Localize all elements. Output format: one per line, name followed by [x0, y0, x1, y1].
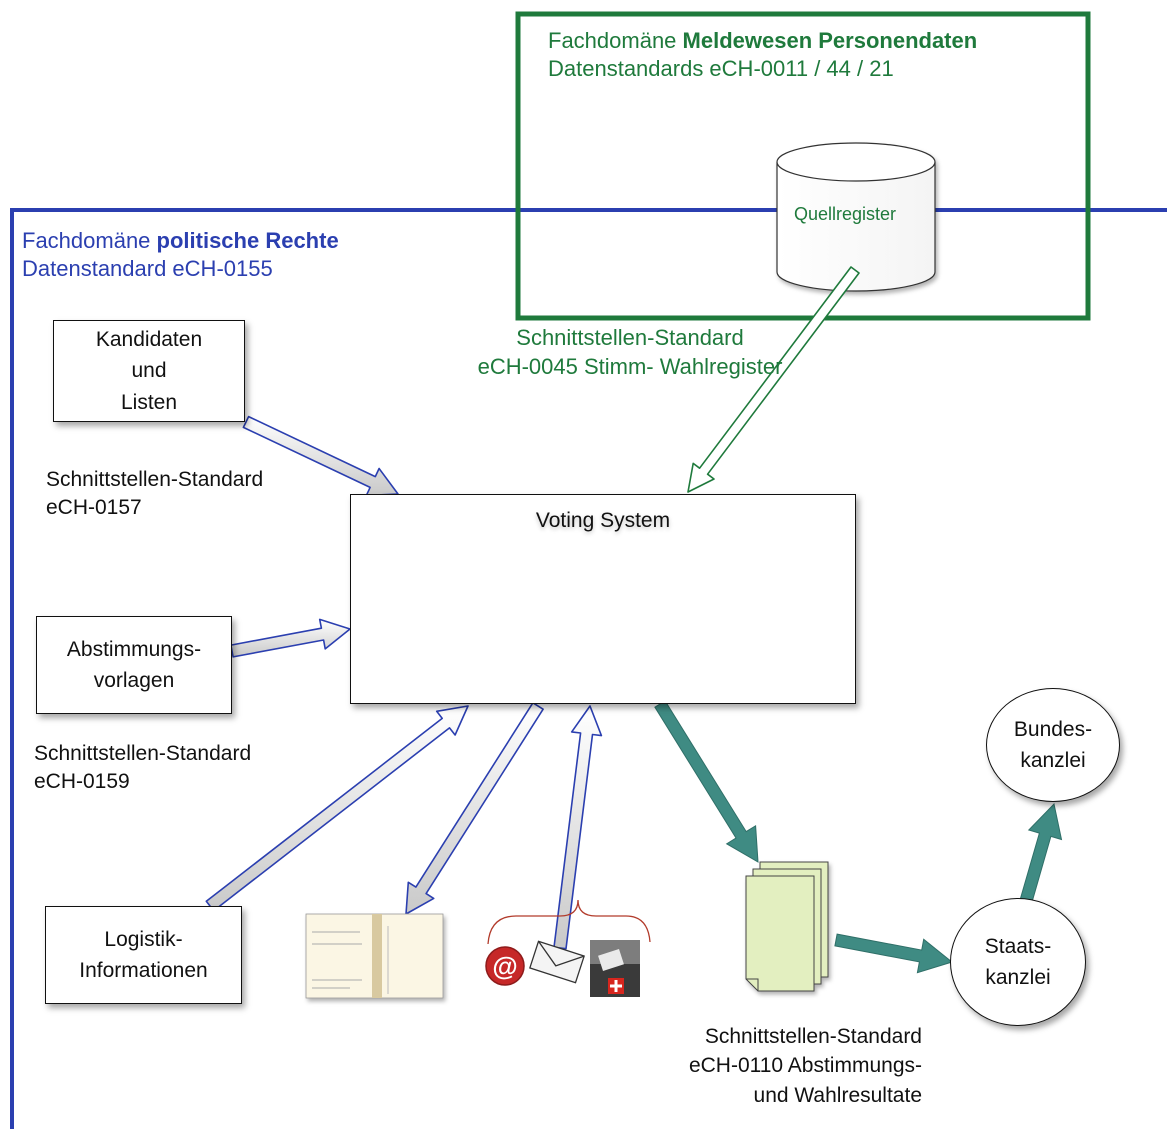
quellregister-cylinder [776, 142, 936, 292]
meldewesen-title: Fachdomäne Meldewesen Personendaten [548, 28, 977, 54]
meldewesen-standards: Datenstandards eCH-0011 / 44 / 21 [548, 56, 894, 81]
arrow-voting-to-results [654, 700, 759, 863]
document-stack-icon [745, 861, 829, 992]
interface-0110-line1: Schnittstellen-Standard [704, 1025, 922, 1048]
kandidaten-listen-box: Kandidaten und Listen [53, 320, 245, 422]
kandidaten-line1: Kandidaten [95, 327, 203, 351]
voting-system-label: Voting System [535, 509, 671, 532]
arrow-staatskanzlei-to-bundeskanzlei [1017, 802, 1063, 911]
bundeskanzlei-node: Bundes- kanzlei [986, 688, 1120, 802]
arrow-quellregister-to-voting [687, 266, 860, 493]
interface-0045-label: Schnittstellen-Standard eCH-0045 Stimm- … [430, 324, 830, 381]
arrow-kandidaten-to-voting [242, 415, 399, 497]
bundeskanzlei-line2: kanzlei [1020, 749, 1086, 772]
staatskanzlei-node: Staats- kanzlei [950, 898, 1086, 1026]
logistik-informationen-box: Logistik- Informationen [45, 906, 242, 1004]
arrow-results-to-staatskanzlei [834, 933, 954, 974]
politische-rechte-standard: Datenstandard eCH-0155 [22, 256, 273, 281]
arrow-voting-to-votingcard [405, 701, 544, 915]
arrow-abstimmung-to-voting [230, 618, 351, 658]
kandidaten-line2: und [131, 359, 167, 383]
staatskanzlei-line2: kanzlei [985, 966, 1051, 989]
interface-0110-line3: und Wahlresultate [753, 1083, 922, 1107]
bundeskanzlei-line1: Bundes- [1013, 717, 1093, 741]
meldewesen-title-bold: Meldewesen Personendaten [682, 28, 978, 53]
interface-0045-line2: eCH-0045 Stimm- Wahlregister [477, 353, 783, 379]
logistik-line2: Informationen [79, 959, 208, 982]
arrow-logistik-to-voting [205, 705, 469, 912]
arrow-channels-to-voting [553, 705, 603, 950]
icon-group-brace [487, 899, 651, 945]
interface-0045-line1: Schnittstellen-Standard [516, 325, 744, 350]
abstimmungs-line2: vorlagen [93, 669, 175, 692]
ballot-box-icon [590, 940, 640, 997]
interface-0159-line1: Schnittstellen-Standard [34, 742, 252, 765]
meldewesen-frame [515, 11, 1091, 321]
voting-card-icon [305, 913, 444, 999]
politische-rechte-title: Fachdomäne politische Rechte [22, 228, 339, 254]
interface-0110-label: Schnittstellen-Standard eCH-0110 Abstimm… [620, 1022, 922, 1110]
svg-text:@: @ [492, 951, 517, 981]
interface-0159-line2: eCH-0159 [34, 770, 130, 794]
meldewesen-title-prefix: Fachdomäne [548, 28, 683, 53]
abstimmungs-line1: Abstimmungs- [66, 637, 202, 661]
voting-system-box: Voting System [350, 494, 856, 704]
logistik-line1: Logistik- [104, 927, 183, 951]
quellregister-label: Quellregister [794, 204, 897, 224]
politische-title-bold: politische Rechte [156, 228, 339, 253]
interface-0157-label: Schnittstellen-Standard eCH-0157 [46, 466, 263, 523]
email-at-icon: @ [485, 946, 525, 986]
politische-title-prefix: Fachdomäne [22, 228, 157, 253]
envelope-icon [529, 940, 585, 984]
interface-0159-label: Schnittstellen-Standard eCH-0159 [34, 740, 251, 797]
kandidaten-line3: Listen [120, 390, 178, 414]
interface-0157-line1: Schnittstellen-Standard [46, 468, 264, 491]
interface-0157-line2: eCH-0157 [46, 496, 142, 520]
staatskanzlei-line1: Staats- [984, 934, 1052, 958]
interface-0110-line2: eCH-0110 Abstimmungs- [688, 1054, 922, 1078]
abstimmungsvorlagen-box: Abstimmungs- vorlagen [36, 616, 232, 714]
